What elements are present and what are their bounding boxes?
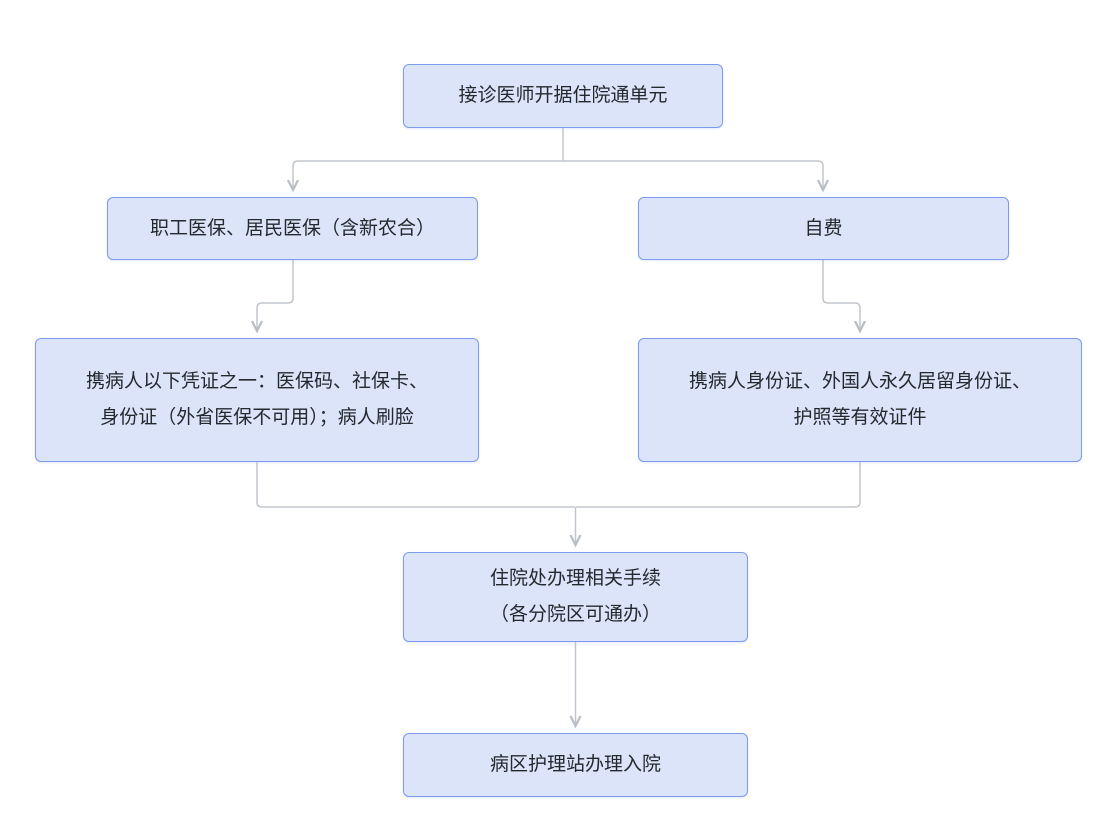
flow-node-self-pay-label: 自费: [804, 217, 843, 239]
connector-selfpay-documents-merge: [576, 462, 861, 508]
flow-node-insurance-documents: 携病人以下凭证之一：医保码、社保卡、 身份证（外省医保不可用）；病人刷脸: [35, 338, 479, 462]
flow-node-insurance-label: 职工医保、居民医保（含新农合）: [149, 217, 435, 239]
flow-node-admission-office-label: 住院处办理相关手续 （各分院区可通办）: [489, 568, 661, 625]
flow-node-ward-station: 病区护理站办理入院: [403, 733, 748, 797]
flow-node-admission-office: 住院处办理相关手续 （各分院区可通办）: [403, 552, 748, 642]
flow-node-self-pay-documents: 携病人身份证、外国人永久居留身份证、 护照等有效证件: [638, 338, 1082, 462]
flow-node-insurance-documents-label: 携病人以下凭证之一：医保码、社保卡、 身份证（外省医保不可用）；病人刷脸: [85, 371, 428, 428]
connector-insurance-documents-merge: [256, 462, 575, 508]
connector-selfpay-to-documents: [822, 260, 860, 331]
connector-insurance-to-documents: [257, 260, 294, 331]
flow-node-self-pay-documents-label: 携病人身份证、外国人永久居留身份证、 护照等有效证件: [688, 371, 1031, 428]
connector-start-to-insurance: [293, 160, 563, 190]
flow-node-start: 接诊医师开据住院通单元: [403, 64, 723, 128]
connector-start-to-selfpay: [563, 160, 823, 190]
flow-node-ward-station-label: 病区护理站办理入院: [489, 754, 661, 775]
flow-node-self-pay: 自费: [638, 197, 1009, 260]
flow-node-start-label: 接诊医师开据住院通单元: [458, 85, 668, 106]
flow-node-insurance: 职工医保、居民医保（含新农合）: [107, 197, 478, 260]
